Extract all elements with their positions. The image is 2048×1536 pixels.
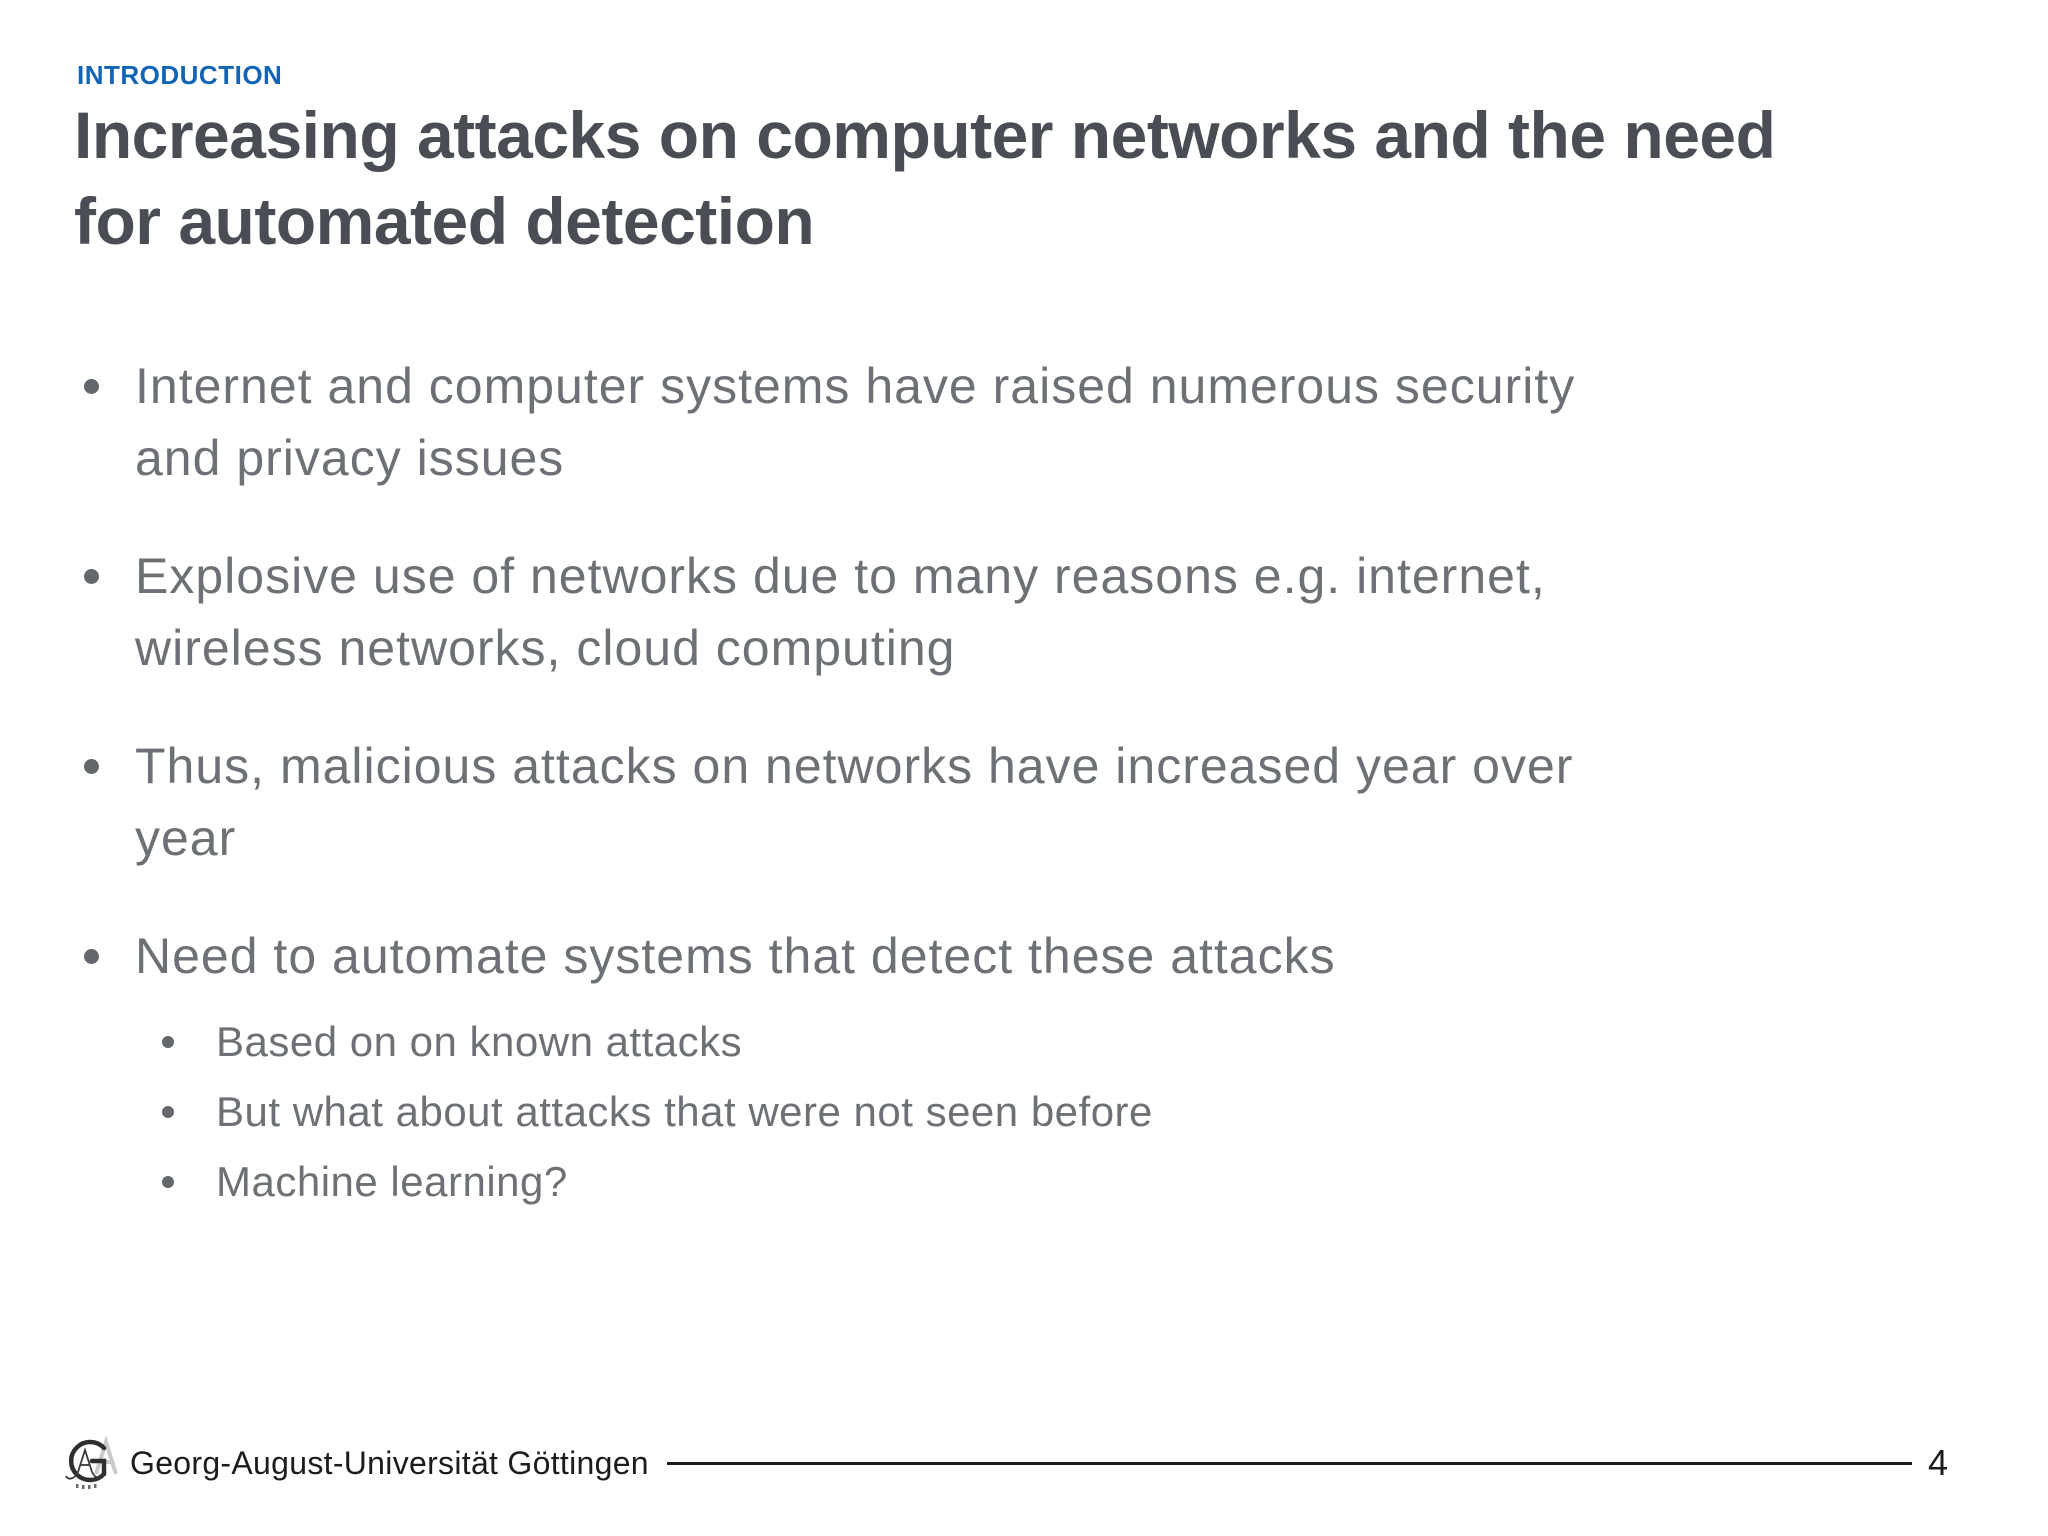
bullet-dot-icon xyxy=(84,379,99,394)
sub-bullet-item: But what about attacks that were not see… xyxy=(162,1086,1864,1138)
page-number: 4 xyxy=(1927,1442,1948,1483)
bullet-text: Internet and computer systems have raise… xyxy=(135,358,1576,486)
bullet-dot-icon xyxy=(162,1036,174,1048)
slide-footer: Georg-August-Universität Göttingen 4 xyxy=(52,1434,1948,1492)
bullet-item: Thus, malicious attacks on networks have… xyxy=(84,730,1864,874)
sub-bullet-text: But what about attacks that were not see… xyxy=(216,1088,1153,1135)
sub-bullet-item: Machine learning? xyxy=(162,1156,1864,1208)
bullet-dot-icon xyxy=(162,1176,174,1188)
footer-rule xyxy=(666,1461,1912,1465)
sub-bullet-item: Based on on known attacks xyxy=(162,1016,1864,1068)
bullet-text: Need to automate systems that detect the… xyxy=(135,928,1336,984)
sub-bullet-text: Machine learning? xyxy=(216,1158,568,1205)
bullet-dot-icon xyxy=(84,569,99,584)
slide-title: Increasing attacks on computer networks … xyxy=(74,98,1776,258)
sub-bullet-list: Based on on known attacks But what about… xyxy=(99,1016,1864,1208)
bullet-dot-icon xyxy=(84,759,99,774)
bullet-dot-icon xyxy=(162,1106,174,1118)
bullet-item: Need to automate systems that detect the… xyxy=(84,920,1864,1226)
bullet-item: Explosive use of networks due to many re… xyxy=(84,540,1864,684)
bullet-text: Thus, malicious attacks on networks have… xyxy=(135,738,1574,866)
institution-name: Georg-August-Universität Göttingen xyxy=(130,1444,649,1481)
bullet-list: Internet and computer systems have raise… xyxy=(84,350,1864,1272)
bullet-item: Internet and computer systems have raise… xyxy=(84,350,1864,494)
bullet-text: Explosive use of networks due to many re… xyxy=(135,548,1546,676)
university-seal-icon xyxy=(65,1435,118,1489)
section-label: INTRODUCTION xyxy=(77,60,283,90)
bullet-dot-icon xyxy=(84,949,99,964)
sub-bullet-text: Based on on known attacks xyxy=(216,1018,743,1065)
